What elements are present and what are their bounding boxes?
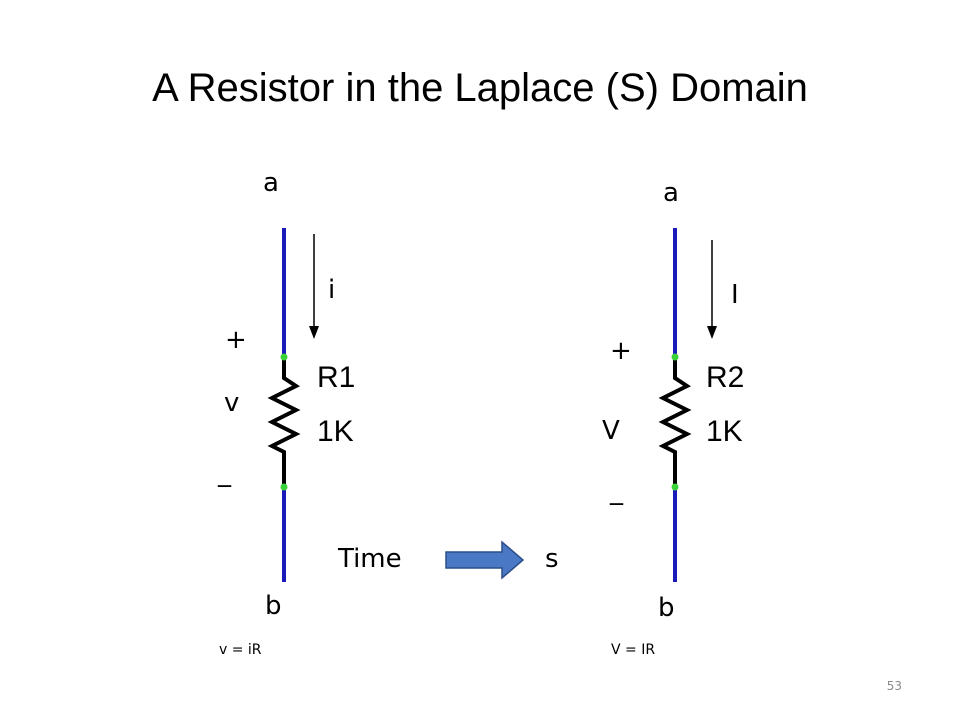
left-equation: v = iR bbox=[219, 642, 262, 658]
left-circuit bbox=[267, 228, 319, 582]
slide-title: A Resistor in the Laplace (S) Domain bbox=[152, 66, 808, 110]
right-current-label: I bbox=[731, 280, 739, 310]
right-plus-label: + bbox=[610, 336, 632, 366]
right-circuit bbox=[658, 228, 717, 582]
right-resistor-name: R2 bbox=[706, 361, 745, 394]
s-domain-label: s bbox=[545, 544, 559, 574]
right-voltage-label: V bbox=[602, 416, 620, 446]
right-equation: V = IR bbox=[611, 642, 656, 658]
left-minus-label: _ bbox=[218, 458, 231, 488]
left-voltage-label: v bbox=[224, 388, 240, 418]
right-node-dot-top bbox=[671, 353, 679, 361]
left-plus-label: + bbox=[225, 325, 247, 355]
right-resistor bbox=[658, 357, 692, 487]
left-node-dot-bottom bbox=[280, 483, 288, 491]
left-resistor-value: 1K bbox=[317, 415, 354, 448]
right-current-arrowhead bbox=[707, 326, 717, 339]
transform-arrow bbox=[445, 540, 525, 580]
time-domain-label: Time bbox=[338, 544, 402, 574]
right-resistor-value: 1K bbox=[706, 415, 743, 448]
right-minus-label: _ bbox=[610, 476, 623, 506]
left-current-arrowhead bbox=[309, 326, 319, 339]
left-node-b-label: b bbox=[265, 591, 282, 621]
right-node-a-label: a bbox=[663, 178, 679, 208]
right-node-b-label: b bbox=[658, 593, 675, 623]
left-current-label: i bbox=[328, 275, 336, 305]
right-node-dot-bottom bbox=[671, 483, 679, 491]
left-resistor-name: R1 bbox=[317, 361, 356, 394]
left-node-dot-top bbox=[280, 353, 288, 361]
page-number: 53 bbox=[886, 679, 902, 693]
left-resistor bbox=[267, 357, 301, 487]
left-node-a-label: a bbox=[263, 168, 279, 198]
